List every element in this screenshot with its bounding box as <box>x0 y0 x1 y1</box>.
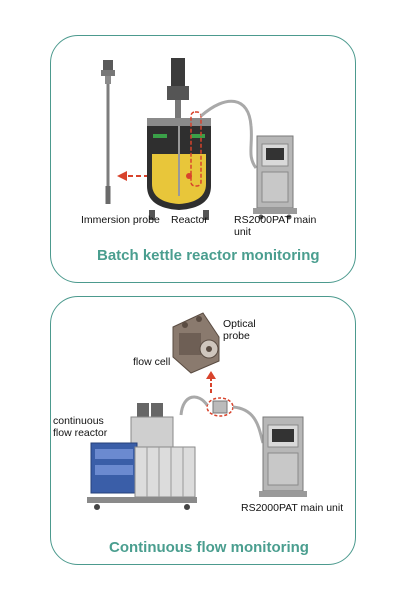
flow-title: Continuous flow monitoring <box>109 539 309 556</box>
flow-illustration <box>87 312 307 510</box>
main-unit-icon <box>259 416 307 497</box>
batch-illustration <box>101 58 297 220</box>
continuous-reactor-label-line1: continuous <box>53 415 104 427</box>
flow-monitoring-panel: Optical probe flow cell continuous flow … <box>50 296 356 565</box>
continuous-reactor-label-line2: flow reactor <box>53 427 108 439</box>
main-unit-label: RS2000PAT main unit <box>241 502 344 514</box>
batch-monitoring-panel: Immersion probe Reactor RS2000PAT main u… <box>50 35 356 283</box>
reactor-vessel-icon <box>147 58 211 220</box>
main-unit-label-line2: unit <box>234 226 251 238</box>
main-unit-label-line1: RS2000PAT main <box>234 214 317 226</box>
immersion-probe-icon <box>101 60 115 204</box>
optical-probe-icon <box>172 312 220 374</box>
flow-cell-icon <box>206 397 234 417</box>
flow-cell-label: flow cell <box>133 356 171 368</box>
reactor-label: Reactor <box>171 214 208 226</box>
flow-reactor-icon <box>87 403 197 510</box>
batch-title: Batch kettle reactor monitoring <box>97 247 320 264</box>
main-unit-icon <box>253 135 297 220</box>
optical-probe-label-line2: probe <box>223 330 250 342</box>
immersion-probe-label: Immersion probe <box>81 214 160 226</box>
optical-probe-label-line1: Optical <box>223 318 256 330</box>
